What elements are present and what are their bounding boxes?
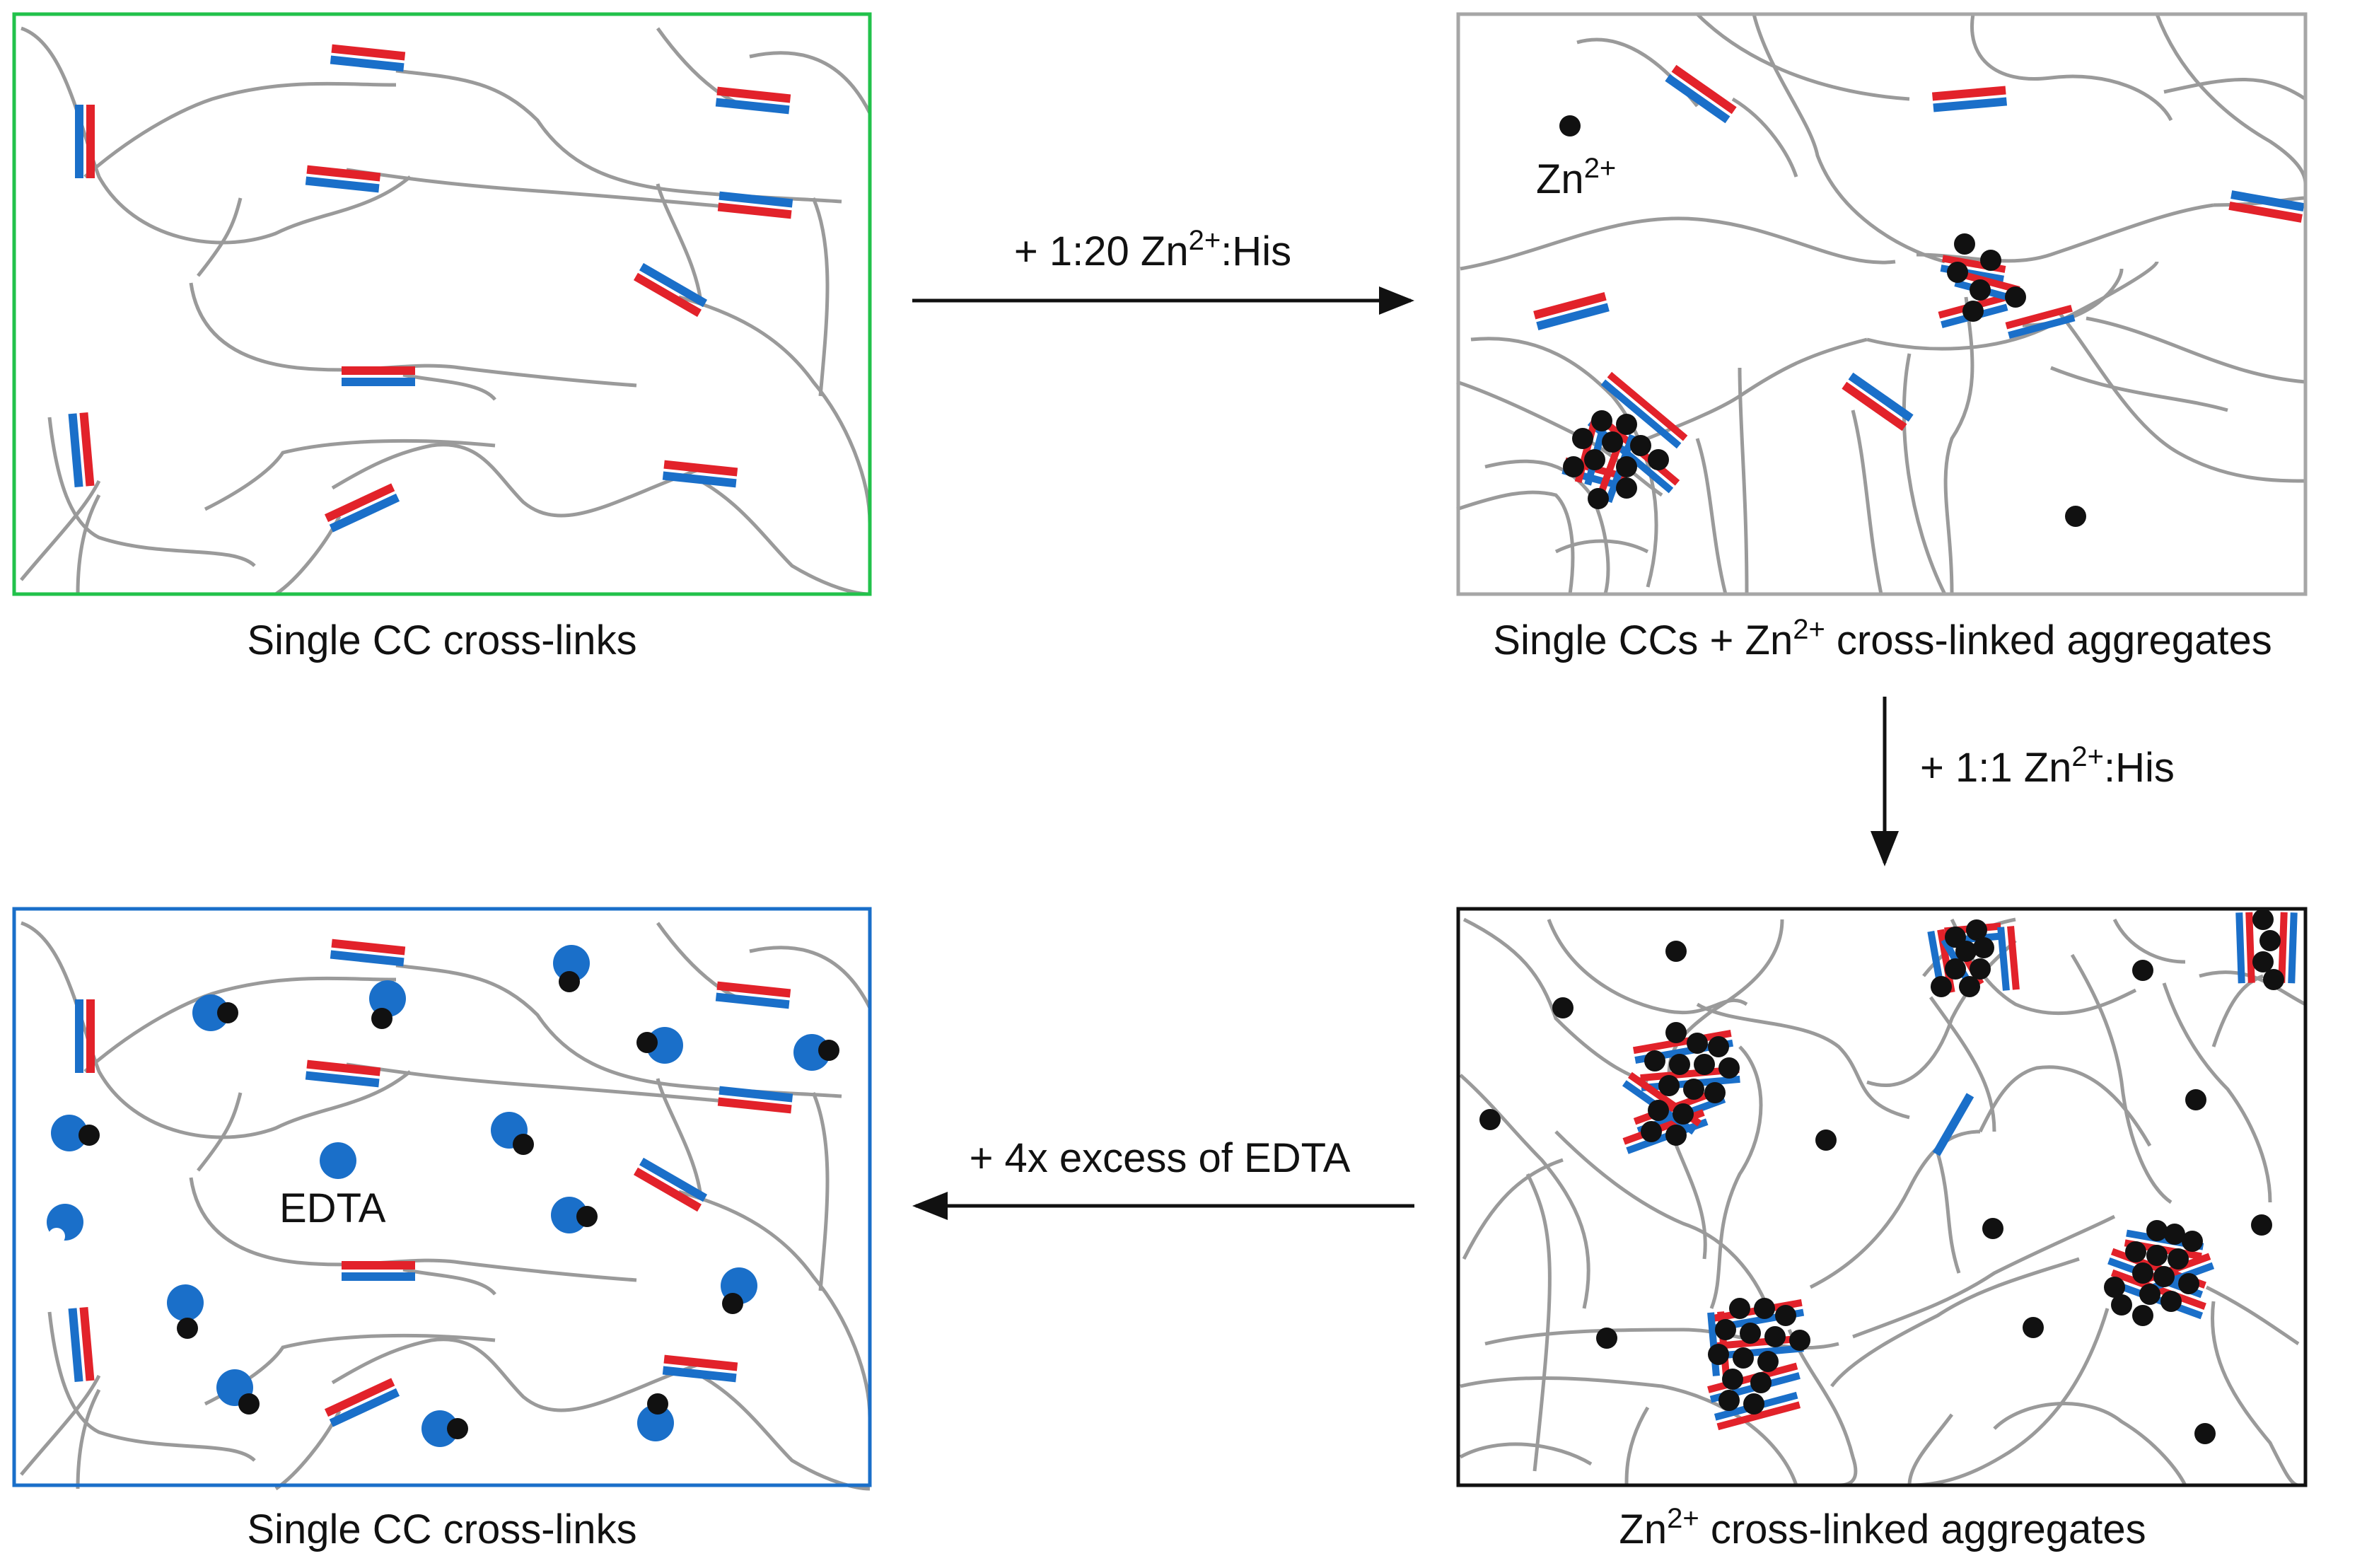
zinc-ions [1708, 1298, 1810, 1415]
caption-initial: Single CC cross-links [247, 617, 636, 663]
cc-pair-10 [324, 483, 400, 533]
coiled-coil-crosslinks [68, 44, 793, 533]
cc-pair-4 [305, 165, 381, 193]
edta-label: EDTA [279, 1185, 386, 1231]
zinc-aggregate-a [1622, 1022, 1740, 1154]
zinc-ions [1931, 919, 1994, 997]
edta-icon [637, 1393, 674, 1441]
arrow-step3: + 4x excess of EDTA [912, 1135, 1414, 1220]
cc-pair-2 [715, 86, 791, 115]
zinc-ion [2065, 506, 2086, 527]
zinc-aggregate-c [2235, 909, 2298, 990]
panel-frame-intermediate [1456, 12, 2308, 596]
panel-aggregated-network: Zn2+ cross-linked aggregates [1456, 907, 2308, 1552]
caption-recovered: Single CC cross-links [247, 1506, 636, 1552]
arrow-step2: + 1:1 Zn2+:His [1871, 697, 2175, 866]
edta-zinc-complexes [47, 945, 839, 1447]
zinc-ions [2104, 1220, 2203, 1326]
edta-icon [369, 980, 406, 1029]
cc-pair-e [1842, 372, 1914, 431]
arrow-step2-label: + 1:1 Zn2+:His [1920, 741, 2175, 791]
cc-pair-d [1533, 292, 1610, 330]
cc-pair-1 [330, 44, 406, 72]
free-zinc-ions [1479, 941, 2272, 1444]
caption-aggregated: Zn2+ cross-linked aggregates [1619, 1503, 2146, 1552]
edta-icon [51, 1115, 100, 1151]
panel-recovered-network: EDTA Single CC cross-links [12, 907, 872, 1552]
cc-pair-b [1931, 86, 2008, 112]
cc-pair-c [2228, 190, 2305, 223]
zinc-aggregate-2 [1561, 371, 1688, 509]
zinc-aggregate-b [1927, 919, 2020, 997]
edta-icon [553, 945, 590, 992]
zinc-ions [1947, 233, 2026, 322]
caption-intermediate: Single CCs + Zn2+ cross-linked aggregate… [1493, 614, 2272, 663]
cc-pair-8 [68, 412, 95, 488]
edta-free-icon [47, 1204, 83, 1245]
panel-frame-initial [12, 12, 872, 596]
polymer-chains [20, 26, 872, 596]
cc-pair-5 [717, 191, 793, 219]
edta-free-icon [320, 1121, 357, 1179]
zinc-ions [1641, 1022, 1740, 1146]
panel-frame-recovered [12, 907, 872, 1487]
arrow-step1: + 1:20 Zn2+:His [912, 225, 1414, 315]
edta-icon [216, 1369, 260, 1415]
edta-icon [636, 1027, 683, 1064]
zinc-ion [1559, 115, 1581, 137]
cc-pair-6 [633, 262, 708, 318]
cc-pair-9 [662, 460, 738, 488]
edta-icon [721, 1267, 757, 1314]
edta-icon [192, 994, 238, 1031]
panel-initial-network: Single CC cross-links [12, 12, 872, 663]
panel-frame-aggregated [1456, 907, 2308, 1487]
single-coil [1932, 1093, 1974, 1156]
coiled-coil-crosslinks [1533, 64, 2305, 431]
zinc-ions [2252, 909, 2284, 990]
panel-intermediate-network: Zn2+ Single CCs + Zn2+ cross-linked aggr… [1456, 12, 2308, 663]
edta-icon [167, 1284, 204, 1339]
edta-icon [491, 1112, 534, 1155]
zinc-aggregate-1 [1938, 233, 2076, 339]
polymer-chains [1456, 13, 2308, 596]
coiled-coil-crosslinks [68, 939, 793, 1427]
zinc-aggregate-d [2104, 1220, 2215, 1326]
zinc-label: Zn2+ [1536, 153, 1616, 202]
zinc-ions [1563, 410, 1669, 509]
edta-icon [551, 1197, 598, 1233]
cc-pair-7 [342, 366, 415, 386]
free-zinc-ions [1559, 115, 2086, 527]
edta-icon [793, 1034, 839, 1071]
arrow-step3-label: + 4x excess of EDTA [970, 1135, 1351, 1181]
zinc-aggregate-e [1707, 1298, 1810, 1431]
arrow-step1-label: + 1:20 Zn2+:His [1014, 225, 1291, 274]
cc-pair-a [1665, 64, 1737, 124]
polymer-chains [20, 921, 872, 1491]
cc-pair-3 [75, 105, 95, 178]
polymer-chains [1459, 917, 2307, 1487]
edta-icon [421, 1410, 468, 1447]
